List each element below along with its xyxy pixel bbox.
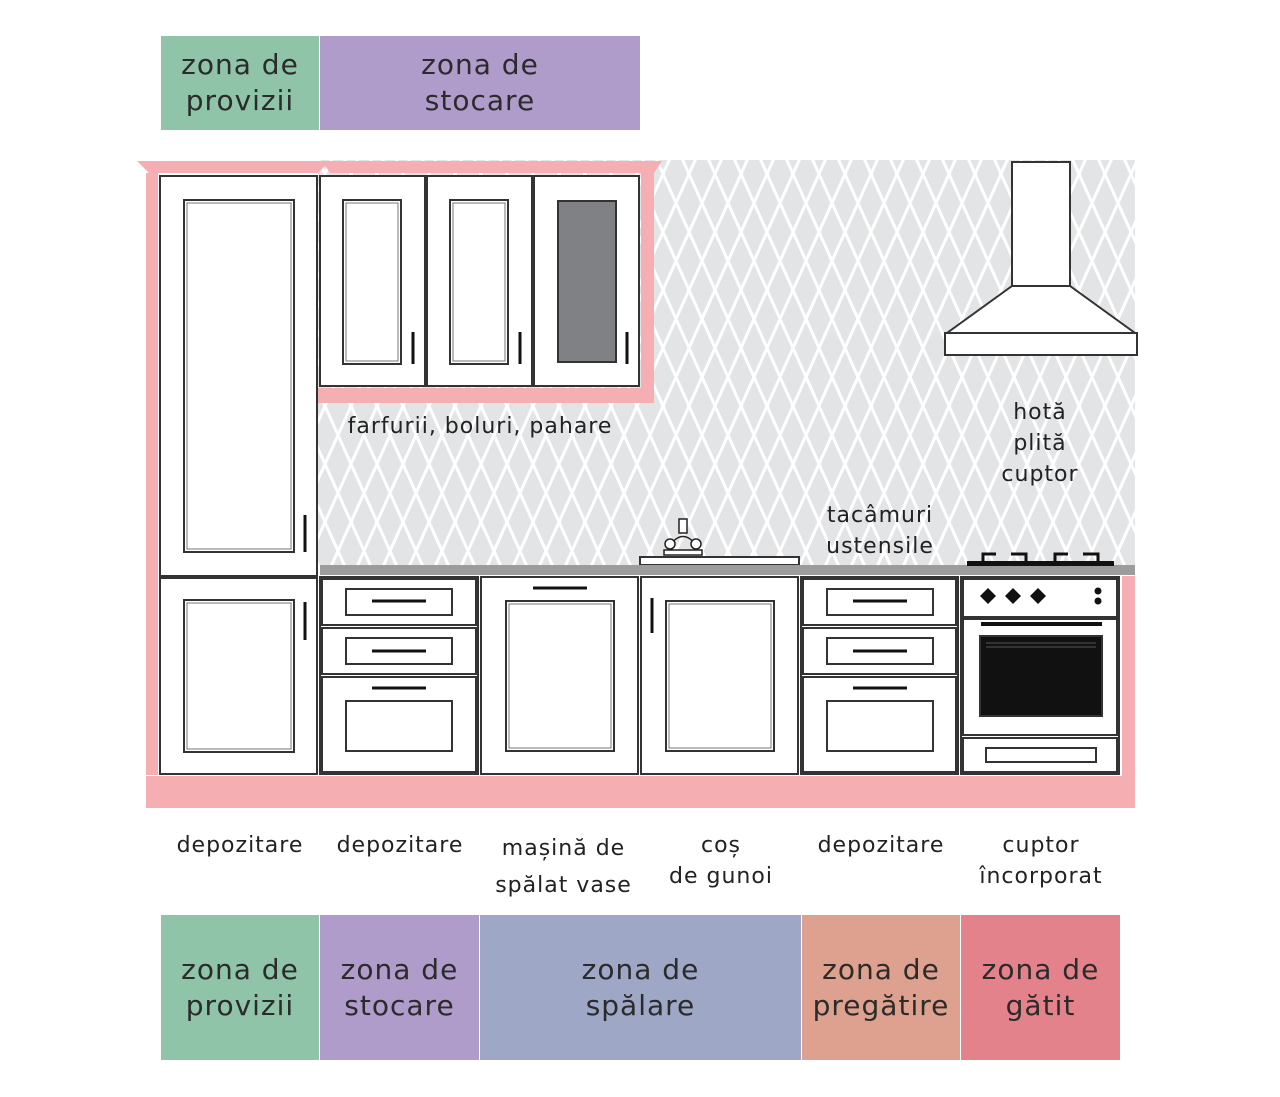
label-trash-bin: coș de gunoi: [669, 833, 773, 889]
label-drawer-storage: depozitare: [336, 833, 464, 858]
oven-knobs: [980, 587, 1102, 605]
sink: [639, 556, 800, 566]
label-prep-storage: depozitare: [817, 833, 945, 858]
top-zone-provizii: zona de provizii: [161, 36, 319, 130]
label-built-in-oven: cuptor încorporat: [979, 833, 1103, 889]
bottom-zone-provizii: zona de provizii: [161, 915, 319, 1060]
range-hood-chimney: [1011, 161, 1071, 287]
pink-frame: [137, 161, 1135, 808]
bottom-zone-gatit: zona de gătit: [961, 915, 1120, 1060]
bottom-zone-pregatire: zona de pregătire: [802, 915, 960, 1060]
label-drawers: tacâmuri ustensile: [826, 503, 934, 559]
label-hood-stack: hotă plită cuptor: [1001, 400, 1079, 487]
label-dishwasher: mașină de spălat vase: [495, 836, 632, 898]
bottom-zone-stocare: zona de stocare: [320, 915, 479, 1060]
label-dishes: farfurii, boluri, pahare: [347, 414, 613, 439]
countertop: [320, 565, 1135, 575]
faucet-icon: [663, 518, 703, 556]
bottom-zone-spalare: zona de spălare: [480, 915, 801, 1060]
cooktop: [981, 552, 1100, 562]
top-zone-stocare: zona de stocare: [320, 36, 640, 130]
label-pantry-storage: depozitare: [176, 833, 304, 858]
oven-window: [979, 635, 1103, 717]
